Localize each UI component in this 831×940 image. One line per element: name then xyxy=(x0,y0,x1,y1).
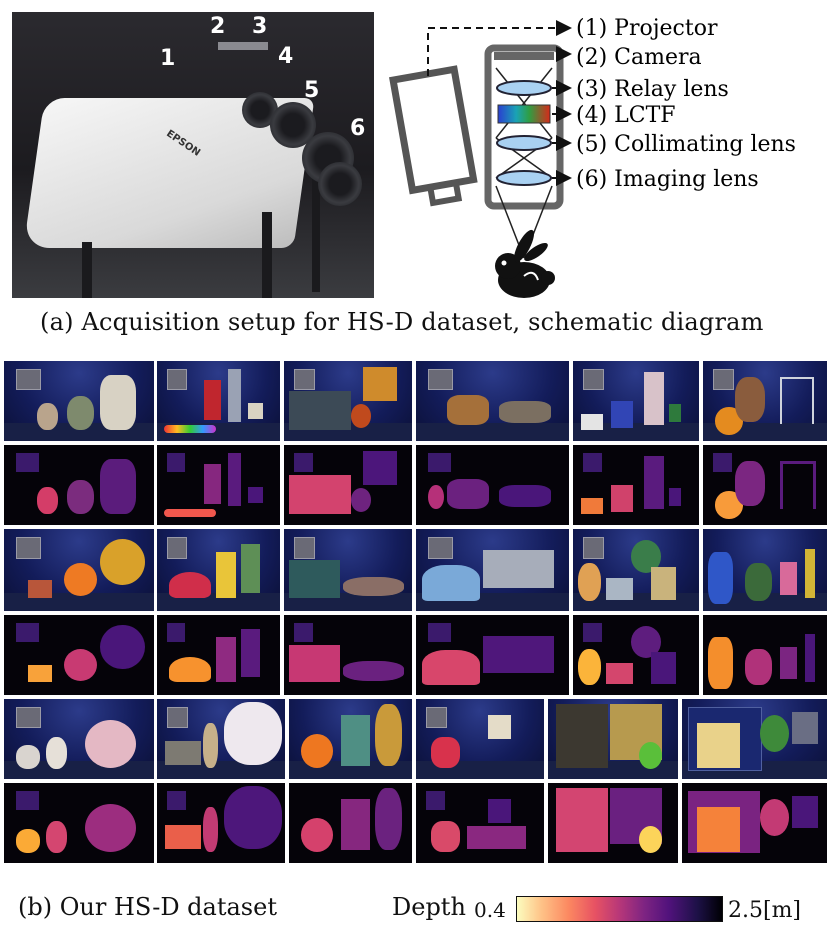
rgb-scene xyxy=(416,699,544,779)
photo-number-5: 5 xyxy=(304,78,320,103)
rabbit-icon xyxy=(495,229,555,298)
photo-number-2: 2 xyxy=(210,14,226,39)
rgb-scene xyxy=(682,699,827,779)
depth-colorbar xyxy=(516,896,723,922)
rgb-scene xyxy=(573,529,699,611)
rgb-scene xyxy=(289,699,412,779)
imaging-lens-icon xyxy=(496,170,552,186)
relay-lens-icon xyxy=(496,80,552,96)
depth-map xyxy=(4,783,154,863)
depth-map xyxy=(284,615,412,695)
dataset-grid xyxy=(4,361,827,863)
setup-photo: EPSON 1 2 3 4 5 6 xyxy=(12,12,374,298)
depth-map xyxy=(157,445,280,525)
depth-map xyxy=(4,615,154,695)
depth-map xyxy=(157,783,285,863)
rgb-scene xyxy=(548,699,678,779)
lens-stack-photo xyxy=(242,72,362,206)
label-projector: (1) Projector xyxy=(576,16,718,41)
depth-max-label: 2.5[m] xyxy=(728,898,802,923)
camera-housing-icon xyxy=(484,44,564,210)
rgb-scene xyxy=(416,361,569,441)
rgb-scene xyxy=(4,529,154,611)
rgb-scene xyxy=(157,699,285,779)
rgb-scene xyxy=(284,529,412,611)
lctf-icon xyxy=(497,104,551,124)
photo-number-4: 4 xyxy=(278,44,294,69)
photo-number-6: 6 xyxy=(350,116,366,141)
label-imaging-lens: (6) Imaging lens xyxy=(576,167,759,192)
depth-map xyxy=(416,615,569,695)
projector-icon xyxy=(389,65,478,207)
depth-map xyxy=(573,615,699,695)
label-collimating-lens: (5) Collimating lens xyxy=(576,132,796,157)
collimating-lens-icon xyxy=(496,135,552,151)
depth-map xyxy=(573,445,699,525)
depth-min-label: 0.4 xyxy=(474,898,506,922)
depth-map xyxy=(682,783,827,863)
rgb-scene xyxy=(703,361,827,441)
depth-map xyxy=(284,445,412,525)
rgb-scene xyxy=(703,529,827,611)
depth-map xyxy=(289,783,412,863)
rgb-scene xyxy=(4,699,154,779)
caption-b: (b) Our HS-D dataset xyxy=(18,893,277,921)
depth-label: Depth xyxy=(392,893,466,921)
depth-map xyxy=(4,445,154,525)
rgb-scene xyxy=(4,361,154,441)
rgb-scene xyxy=(157,529,280,611)
photo-number-3: 3 xyxy=(252,14,268,39)
photo-number-1: 1 xyxy=(160,46,176,71)
depth-map xyxy=(548,783,678,863)
rgb-scene xyxy=(284,361,412,441)
caption-a: (a) Acquisition setup for HS-D dataset, … xyxy=(40,308,764,336)
depth-map xyxy=(703,615,827,695)
schematic-diagram: (1) Projector (2) Camera (3) Relay lens … xyxy=(389,16,796,298)
rgb-scene xyxy=(573,361,699,441)
label-camera: (2) Camera xyxy=(576,45,702,70)
label-lctf: (4) LCTF xyxy=(576,103,676,128)
depth-map xyxy=(157,615,280,695)
label-relay-lens: (3) Relay lens xyxy=(576,77,729,102)
depth-map xyxy=(416,783,544,863)
rgb-scene xyxy=(157,361,280,441)
depth-map xyxy=(416,445,569,525)
rgb-scene xyxy=(416,529,569,611)
depth-map xyxy=(703,445,827,525)
